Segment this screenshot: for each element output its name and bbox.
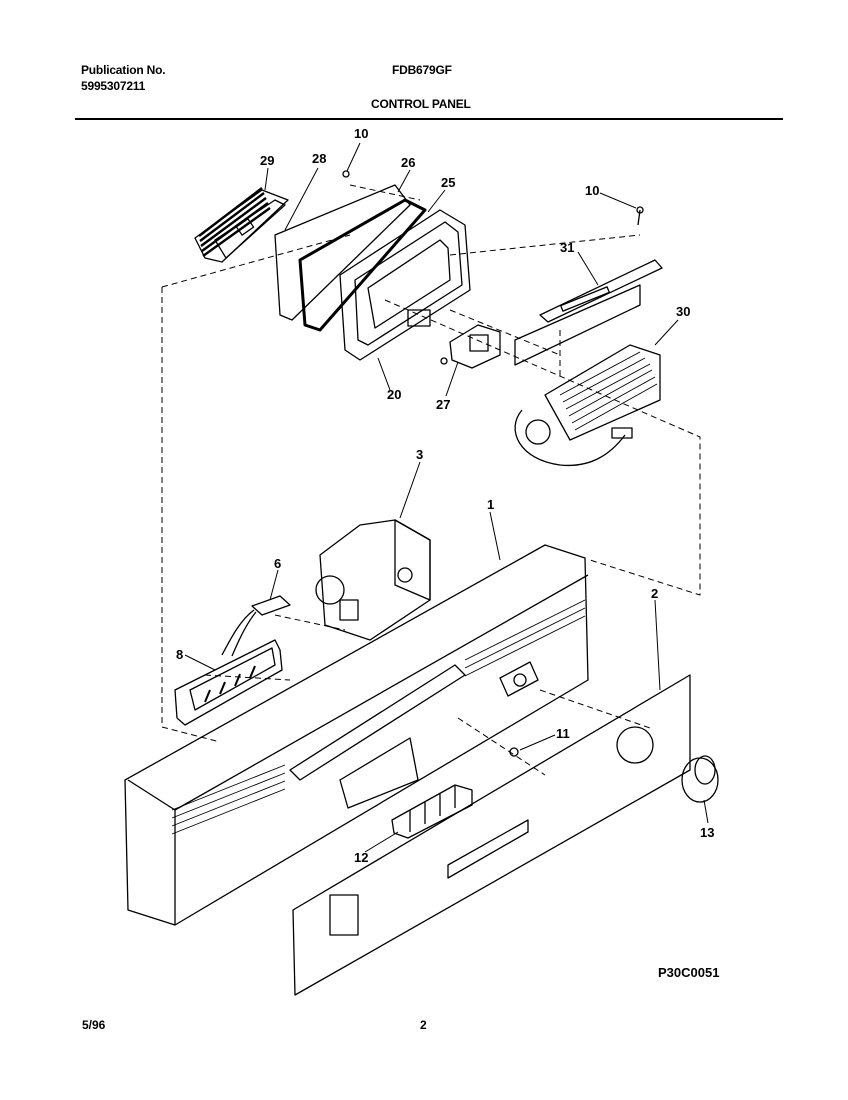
section-title: CONTROL PANEL bbox=[371, 97, 471, 111]
assembly-outline bbox=[161, 184, 701, 776]
part-29-lens bbox=[194, 187, 289, 263]
callout-29: 29 bbox=[260, 153, 274, 168]
part-28-gasket bbox=[274, 184, 411, 321]
callout-2: 2 bbox=[651, 586, 658, 601]
callout-10-right: 10 bbox=[585, 183, 599, 198]
part-13-knob bbox=[681, 755, 719, 803]
part-3-timer bbox=[315, 519, 431, 641]
callout-31: 31 bbox=[560, 240, 574, 255]
footer-date: 5/96 bbox=[82, 1018, 106, 1032]
footer-page-number: 2 bbox=[420, 1018, 427, 1032]
part-12-buttons bbox=[391, 784, 473, 839]
part-30-blower bbox=[514, 344, 661, 467]
callout-28: 28 bbox=[312, 151, 326, 166]
part-11-screw bbox=[509, 747, 519, 757]
callout-10-top: 10 bbox=[354, 126, 368, 141]
callout-11: 11 bbox=[556, 726, 570, 741]
part-26-gasket bbox=[298, 198, 427, 332]
callout-20: 20 bbox=[387, 387, 401, 402]
part-1-console bbox=[124, 544, 589, 926]
drawing-code: P30C0051 bbox=[658, 965, 719, 980]
part-25-housing bbox=[339, 209, 471, 361]
callout-6: 6 bbox=[274, 556, 281, 571]
part-8-bracket bbox=[174, 639, 283, 726]
callout-13: 13 bbox=[700, 825, 714, 840]
callout-25: 25 bbox=[441, 175, 455, 190]
publication-number: 5995307211 bbox=[81, 79, 146, 93]
callout-27: 27 bbox=[436, 397, 450, 412]
callout-3: 3 bbox=[416, 447, 423, 462]
callout-30: 30 bbox=[676, 304, 690, 319]
callout-1: 1 bbox=[487, 497, 494, 512]
callout-labels: 29 28 10 26 25 10 31 30 20 27 3 1 2 6 8 … bbox=[176, 126, 714, 865]
leader-lines bbox=[184, 142, 709, 853]
callout-8: 8 bbox=[176, 647, 183, 662]
part-2-overlay bbox=[292, 674, 691, 996]
callout-26: 26 bbox=[401, 155, 415, 170]
part-6-connector bbox=[221, 595, 291, 657]
part-31-vent bbox=[514, 259, 663, 366]
part-10-screws bbox=[342, 170, 644, 226]
publication-label: Publication No. bbox=[81, 63, 166, 77]
callout-12: 12 bbox=[354, 850, 368, 865]
model-number: FDB679GF bbox=[392, 63, 452, 77]
header-rule bbox=[75, 118, 783, 120]
part-27-switch bbox=[440, 324, 501, 369]
